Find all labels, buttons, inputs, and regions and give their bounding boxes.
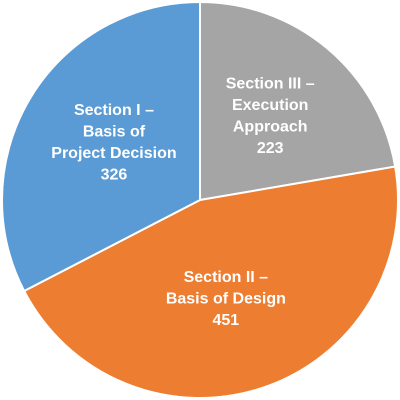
pie-slice-value: 223	[257, 140, 284, 157]
pie-slice-label-line: Section I –	[74, 102, 154, 119]
pie-slice-value: 326	[101, 167, 128, 184]
pie-slice-label-line: Section III –	[226, 76, 315, 93]
pie-slice-label-2: Section II – Basis of Design 451	[166, 269, 286, 329]
pie-slice-label-line: Basis of	[83, 124, 146, 141]
pie-slice-1	[199, 1, 397, 201]
pie-slice-label-line: Execution	[232, 97, 308, 114]
pie-slice-value: 451	[212, 312, 239, 329]
pie-slice-label-line: Section II –	[184, 269, 269, 286]
pie-slice-label-3: Section I – Basis of Project Decision 326	[51, 102, 176, 184]
pie-slice-label-line: Project Decision	[51, 145, 176, 162]
pie-slice-label-line: Basis of Design	[166, 291, 286, 308]
pie-slice-2	[23, 165, 399, 399]
pie-slice-label-line: Approach	[233, 119, 308, 136]
pie-slice-3	[1, 1, 201, 292]
